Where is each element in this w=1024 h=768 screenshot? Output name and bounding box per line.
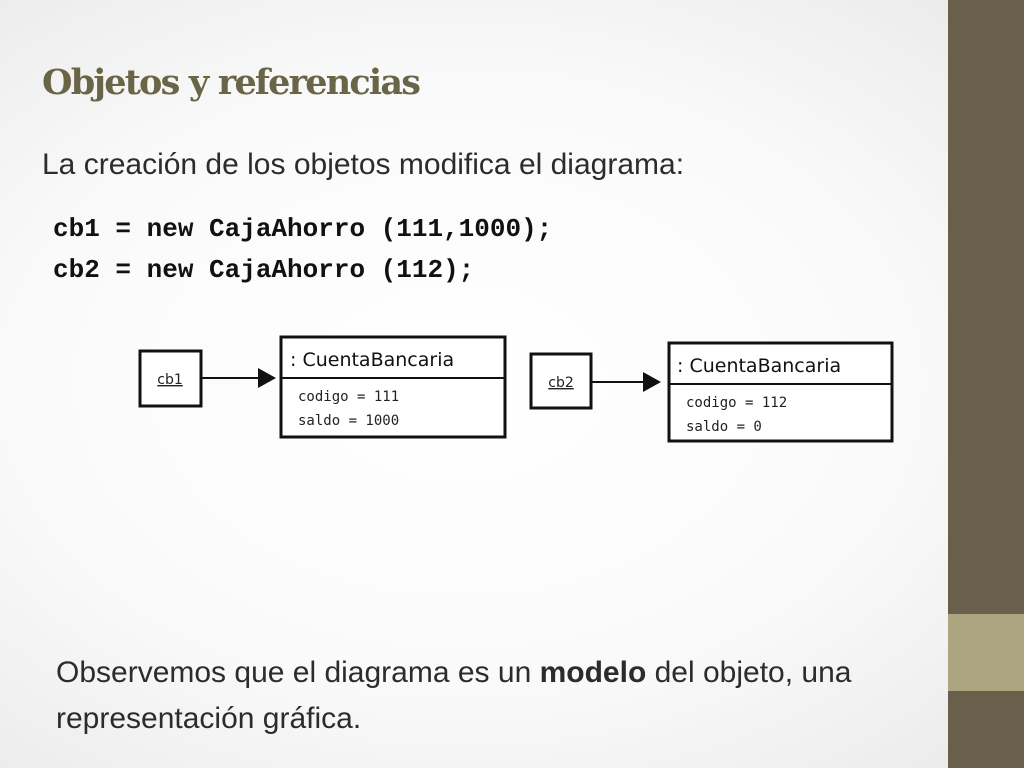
- object-1-attribute-codigo: codigo = 111: [298, 389, 399, 405]
- arrow-cb1: [201, 368, 276, 388]
- slide-title: Objetos y referencias: [42, 62, 421, 103]
- reference-label-cb1: cb1: [157, 372, 183, 388]
- arrow-head-cb1: [258, 368, 276, 388]
- arrow-head-cb2: [643, 372, 661, 392]
- intro-text: La creación de los objetos modifica el d…: [42, 148, 685, 181]
- object-frame-2: [667, 341, 894, 443]
- reference-cb2: cb2: [529, 352, 593, 410]
- object-box-1: : CuentaBancaria codigo = 111 saldo = 10…: [279, 335, 507, 439]
- closing-text-bold: modelo: [539, 656, 647, 689]
- object-name-2: : CuentaBancaria: [677, 355, 841, 377]
- code-block: cb1 = new CajaAhorro (111,1000); cb2 = n…: [53, 209, 552, 291]
- object-1-attribute-saldo: saldo = 1000: [298, 413, 399, 429]
- code-line-2: cb2 = new CajaAhorro (112);: [53, 255, 475, 285]
- reference-box-cb2: [529, 352, 593, 410]
- object-box-2: : CuentaBancaria codigo = 112 saldo = 0: [667, 341, 894, 443]
- reference-box-cb1: [138, 349, 203, 408]
- object-2-attribute-codigo: codigo = 112: [686, 395, 787, 411]
- closing-text-after: del objeto, una representación gráfica.: [56, 656, 852, 735]
- object-frame-1: [279, 335, 507, 439]
- closing-text-before: Observemos que el diagrama es un: [56, 656, 540, 689]
- slide: Objetos y referencias La creación de los…: [42, 62, 894, 742]
- sidebar-accent-decoration: [948, 614, 1024, 691]
- reference-label-cb2: cb2: [548, 375, 574, 391]
- reference-cb1: cb1: [138, 349, 203, 408]
- arrow-cb2: [591, 372, 661, 392]
- object-2-attribute-saldo: saldo = 0: [686, 419, 762, 435]
- closing-text: Observemos que el diagrama es un modelo …: [56, 650, 856, 742]
- object-name-1: : CuentaBancaria: [290, 349, 454, 371]
- code-line-1: cb1 = new CajaAhorro (111,1000);: [53, 214, 553, 244]
